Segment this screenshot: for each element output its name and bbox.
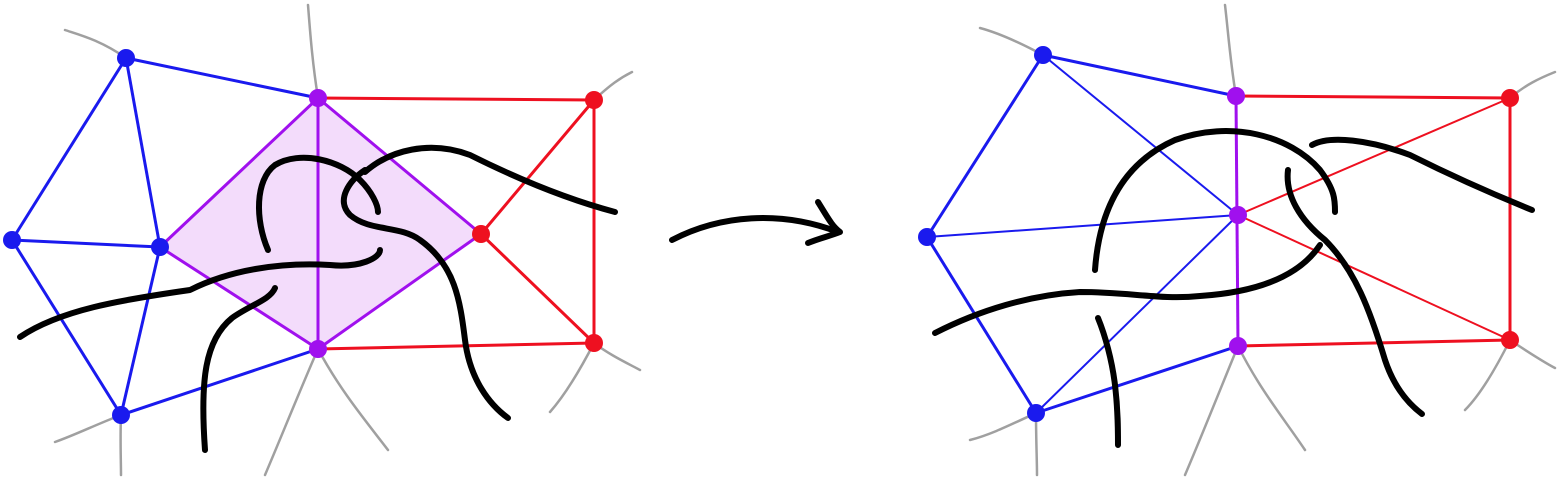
blue-edges xyxy=(10,56,319,417)
after-mesh xyxy=(918,3,1557,477)
vertices xyxy=(3,49,603,424)
purple-vertex xyxy=(309,89,327,107)
blue-vertex xyxy=(151,238,169,256)
purple-vertex xyxy=(1229,337,1247,355)
red-edges xyxy=(1235,94,1512,348)
red-vertex xyxy=(585,334,603,352)
before-mesh xyxy=(3,3,642,477)
red-vertex xyxy=(1501,89,1519,107)
blue-vertex xyxy=(112,406,130,424)
purple-vertex xyxy=(1227,87,1245,105)
red-vertex xyxy=(472,225,490,243)
curved-arrow-right-icon xyxy=(669,199,843,246)
purple-vertex xyxy=(1229,206,1247,224)
red-vertex xyxy=(1501,331,1519,349)
gray-stubs xyxy=(968,3,1557,477)
blue-vertex xyxy=(1034,46,1052,64)
blue-vertex xyxy=(3,231,21,249)
vertices xyxy=(918,46,1519,422)
red-vertex xyxy=(585,91,603,109)
highlighted-quad xyxy=(160,98,481,349)
black-curves xyxy=(17,144,618,453)
thin-blue-edges xyxy=(926,54,1239,414)
blue-vertex xyxy=(1027,404,1045,422)
red-edges xyxy=(317,96,596,351)
blue-vertex xyxy=(117,49,135,67)
purple-edges xyxy=(158,96,482,351)
purple-vertex xyxy=(309,340,327,358)
blue-vertex xyxy=(918,228,936,246)
thin-red-edges xyxy=(1237,97,1511,341)
blue-edges xyxy=(925,53,1239,415)
black-curves xyxy=(932,128,1535,448)
